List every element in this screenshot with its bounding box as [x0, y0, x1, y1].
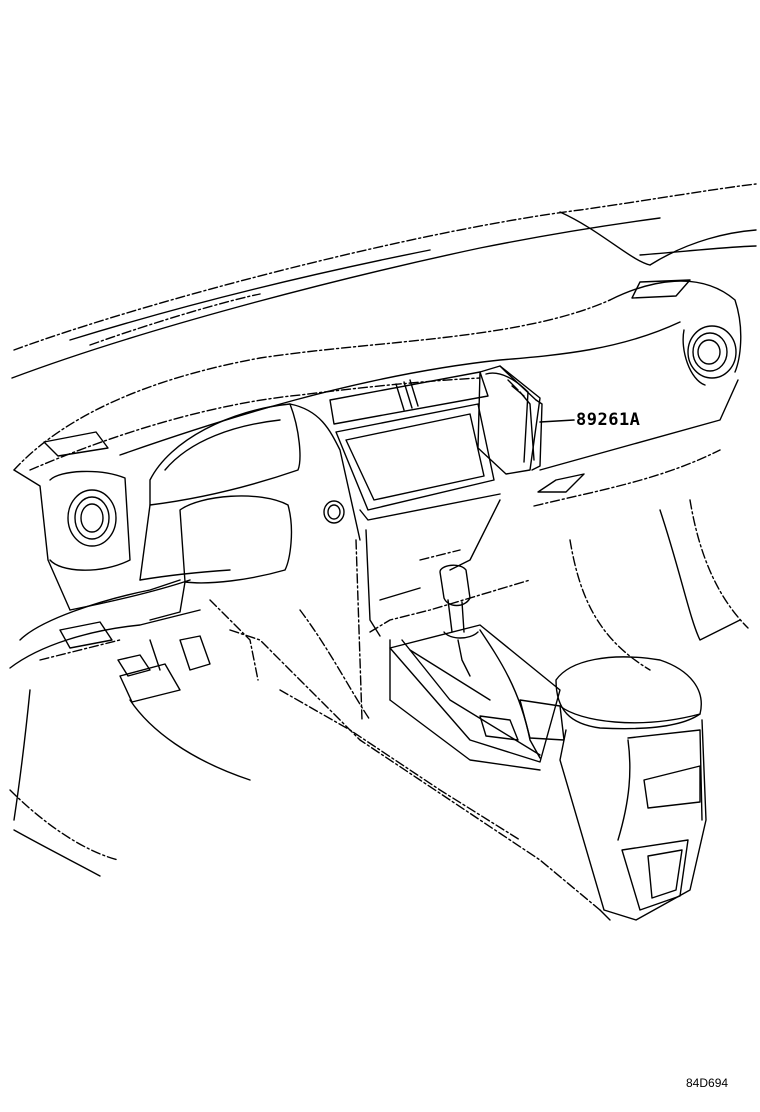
callout-leader	[539, 419, 575, 423]
instrument-cluster	[139, 403, 361, 621]
armrest	[555, 656, 707, 921]
right-air-vent	[682, 325, 737, 386]
pedals	[117, 635, 211, 703]
windshield-edges	[11, 183, 757, 379]
part-number-label-89261A: 89261A	[576, 410, 641, 430]
diagram-reference-code: 84D694	[686, 1076, 729, 1090]
dashboard-top	[13, 279, 742, 471]
control-module-89261A	[477, 365, 543, 475]
shift-lever	[439, 564, 479, 677]
floor-lines	[129, 599, 521, 841]
left-air-vent	[49, 470, 131, 571]
center-console	[229, 609, 611, 921]
left-dash-lower	[9, 469, 201, 877]
glovebox-area	[449, 379, 749, 671]
center-stack	[329, 371, 531, 721]
